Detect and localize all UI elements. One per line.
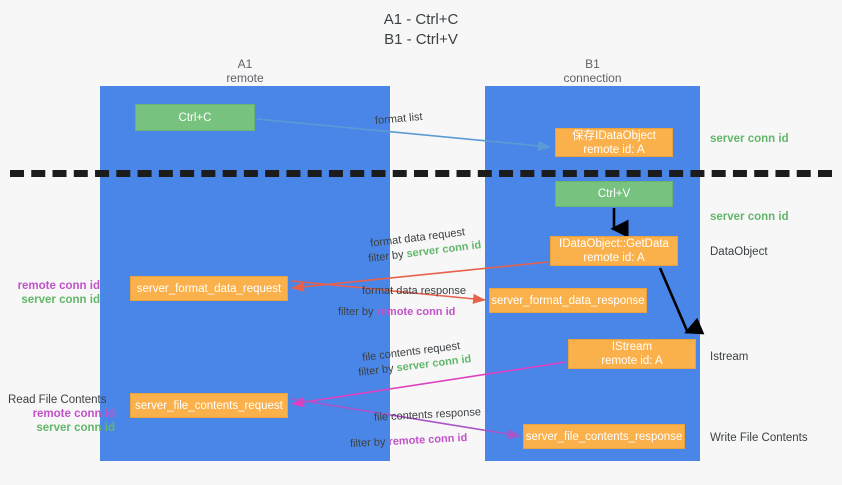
node-ctrl-c-label: Ctrl+C xyxy=(178,111,212,124)
filter-prefix: filter by xyxy=(357,362,398,379)
divider-dashed-line xyxy=(10,170,832,177)
node-getdata-line1: IDataObject::GetData xyxy=(559,238,669,250)
node-server-format-data-request-label: server_format_data_request xyxy=(136,282,282,295)
lane-b1-subtitle: connection xyxy=(563,71,622,85)
annotation-conn-ids-upper: remote conn id server conn id xyxy=(8,279,100,307)
node-istream-line1: IStream xyxy=(611,341,653,353)
node-server-format-data-request[interactable]: server_format_data_request xyxy=(130,276,288,301)
edge-label-format-list: format list xyxy=(374,110,424,128)
filter-prefix: filter by xyxy=(349,436,389,451)
node-save-idataobject-line2: remote id: A xyxy=(583,143,645,156)
lane-a1-subtitle: remote xyxy=(226,71,264,85)
node-server-file-contents-response-label: server_file_contents_response xyxy=(525,430,683,443)
annotation-server-conn-id-1: server conn id xyxy=(21,294,100,306)
title-line-1: A1 - Ctrl+C xyxy=(383,11,459,28)
annotation-istream: Istream xyxy=(710,351,749,363)
node-getdata-line2: remote id: A xyxy=(583,252,645,264)
lane-header-b1: B1 connection xyxy=(485,57,700,85)
filter-prefix: filter by xyxy=(338,306,377,318)
edge-label-format-data-response: format data response xyxy=(362,285,466,297)
node-istream-line2: remote id: A xyxy=(601,355,663,367)
annotation-remote-conn-id-2: remote conn id xyxy=(32,408,115,420)
filter-value-remote-conn-id: remote conn id xyxy=(376,306,456,318)
node-server-file-contents-request[interactable]: server_file_contents_request xyxy=(130,393,288,418)
annotation-write-file-contents: Write File Contents xyxy=(710,432,808,444)
lane-a1-title: A1 xyxy=(237,57,253,71)
annotation-remote-conn-id-1: remote conn id xyxy=(17,280,100,292)
edge-label-format-data-response-filter: filter by remote conn id xyxy=(338,305,455,320)
annotation-dataobject: DataObject xyxy=(710,246,768,258)
node-idataobject-getdata[interactable]: IDataObject::GetData remote id: A xyxy=(550,236,678,266)
annotation-read-file-contents: Read File Contents xyxy=(8,394,107,406)
annotation-server-conn-id-mid: server conn id xyxy=(710,211,789,223)
filter-prefix: filter by xyxy=(367,248,408,265)
page-title: A1 - Ctrl+C B1 - Ctrl+V xyxy=(0,10,842,50)
node-ctrl-v-label: Ctrl+V xyxy=(597,188,631,200)
node-ctrl-v[interactable]: Ctrl+V xyxy=(555,181,673,207)
title-line-2: B1 - Ctrl+V xyxy=(384,31,458,48)
annotation-server-conn-id-top: server conn id xyxy=(710,133,789,145)
node-server-format-data-response[interactable]: server_format_data_response xyxy=(489,288,647,313)
node-ctrl-c[interactable]: Ctrl+C xyxy=(135,104,255,131)
node-save-idataobject[interactable]: 保存IDataObject remote id: A xyxy=(555,128,673,157)
node-server-file-contents-response[interactable]: server_file_contents_response xyxy=(523,424,685,449)
lane-b1-title: B1 xyxy=(585,57,600,71)
annotation-read-file-contents-block: Read File Contents remote conn id server… xyxy=(8,393,123,435)
node-save-idataobject-line1: 保存IDataObject xyxy=(572,129,656,142)
node-server-file-contents-request-label: server_file_contents_request xyxy=(135,399,283,412)
annotation-server-conn-id-2: server conn id xyxy=(36,422,115,434)
lane-header-a1: A1 remote xyxy=(100,57,390,85)
node-server-format-data-response-label: server_format_data_response xyxy=(491,294,645,307)
filter-value-remote-conn-id: remote conn id xyxy=(388,431,468,449)
node-istream[interactable]: IStream remote id: A xyxy=(568,339,696,369)
